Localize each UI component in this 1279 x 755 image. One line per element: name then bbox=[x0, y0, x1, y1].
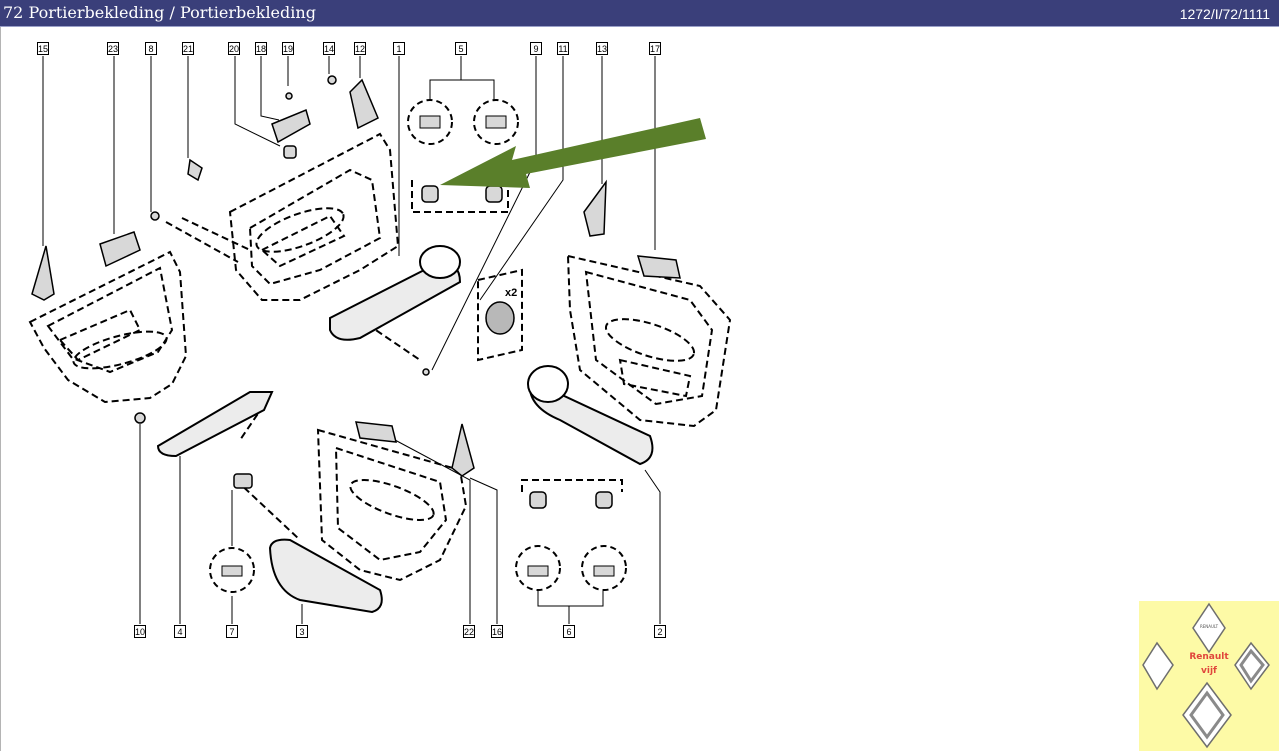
callout-3: 3 bbox=[296, 625, 308, 638]
renault-vijf-logo: Renault vijf RENAULT bbox=[1139, 601, 1279, 751]
leader-2 bbox=[644, 469, 661, 624]
clip-5a bbox=[421, 185, 439, 203]
callout-7: 7 bbox=[226, 625, 238, 638]
detail-clip-6a bbox=[527, 565, 549, 577]
switch-panel-17 bbox=[636, 255, 681, 279]
detail-clip-5a bbox=[419, 115, 441, 129]
detail-circle-6a bbox=[515, 545, 561, 591]
trim-piece-16 bbox=[451, 423, 475, 477]
leader-18 bbox=[260, 56, 280, 121]
leader-6b bbox=[569, 590, 604, 607]
logo-brand-line: Renault bbox=[1189, 652, 1229, 662]
logo-vijf-line: vijf bbox=[1201, 666, 1217, 676]
callout-2: 2 bbox=[654, 625, 666, 638]
renault-diamond-icons bbox=[1142, 602, 1270, 749]
armrest-2-grip bbox=[527, 365, 569, 403]
quantity-label: x2 bbox=[505, 287, 517, 299]
trim-piece-15 bbox=[31, 245, 55, 301]
clip-7 bbox=[233, 473, 253, 489]
callout-11: 11 bbox=[557, 42, 569, 55]
door-panel-lower bbox=[316, 428, 468, 582]
clip-5b bbox=[485, 185, 503, 203]
callout-13: 13 bbox=[596, 42, 608, 55]
bracket-21 bbox=[187, 158, 203, 182]
screw-9 bbox=[422, 368, 430, 376]
callout-23: 23 bbox=[107, 42, 119, 55]
callout-6: 6 bbox=[563, 625, 575, 638]
callout-20: 20 bbox=[228, 42, 240, 55]
screw-10 bbox=[134, 412, 146, 424]
highlight-arrow bbox=[440, 118, 706, 188]
door-panel-upper bbox=[228, 132, 400, 301]
leader-6a bbox=[537, 590, 570, 624]
armrest-3 bbox=[268, 538, 383, 614]
detail-clip-5b bbox=[485, 115, 507, 129]
callout-22: 22 bbox=[463, 625, 475, 638]
detail-circle-5a bbox=[407, 99, 453, 145]
callout-21: 21 bbox=[182, 42, 194, 55]
callout-18: 18 bbox=[255, 42, 267, 55]
callout-4: 4 bbox=[174, 625, 186, 638]
clip-20 bbox=[283, 145, 297, 159]
callout-17: 17 bbox=[649, 42, 661, 55]
screw-19 bbox=[285, 92, 293, 100]
switch-panel-22 bbox=[355, 421, 397, 443]
callout-16: 16 bbox=[491, 625, 503, 638]
detail-circle-6b bbox=[581, 545, 627, 591]
clip-group-5-box bbox=[411, 180, 509, 213]
detail-circle-7 bbox=[209, 547, 255, 593]
callout-15: 15 bbox=[37, 42, 49, 55]
assembly-guide-lines bbox=[165, 217, 421, 541]
callout-9: 9 bbox=[530, 42, 542, 55]
diagram-reference: 1272/I/72/1111 bbox=[1179, 6, 1270, 22]
leader-5a bbox=[429, 56, 462, 100]
callout-19: 19 bbox=[282, 42, 294, 55]
leader-16 bbox=[469, 477, 498, 624]
leader-22 bbox=[394, 439, 471, 624]
page-title: 72 Portierbekleding / Portierbekleding bbox=[3, 3, 316, 22]
door-panel-left bbox=[28, 250, 188, 404]
logo-small-brand: RENAULT bbox=[1199, 624, 1219, 629]
switch-panel-23 bbox=[99, 231, 141, 268]
detail-clip-6b bbox=[593, 565, 615, 577]
detail-circle-5b bbox=[473, 99, 519, 145]
detail-clip-7 bbox=[221, 565, 243, 577]
door-panel-right bbox=[566, 254, 732, 428]
clip-6b bbox=[595, 491, 613, 509]
callout-1: 1 bbox=[393, 42, 405, 55]
armrest-1-grip bbox=[419, 245, 461, 279]
clip-6a bbox=[529, 491, 547, 509]
diagram-frame bbox=[0, 27, 1279, 751]
leader-20 bbox=[234, 56, 281, 147]
title-bar: 72 Portierbekleding / Portierbekleding 1… bbox=[0, 0, 1279, 27]
screw-8 bbox=[150, 211, 160, 221]
callout-14: 14 bbox=[323, 42, 335, 55]
trim-piece-12 bbox=[349, 78, 379, 130]
callout-8: 8 bbox=[145, 42, 157, 55]
callout-5: 5 bbox=[455, 42, 467, 55]
callout-10: 10 bbox=[134, 625, 146, 638]
speaker-box bbox=[477, 268, 523, 362]
callout-12: 12 bbox=[354, 42, 366, 55]
armrest-parts bbox=[156, 245, 654, 614]
leader-5b bbox=[461, 79, 495, 100]
speaker-grille-11 bbox=[485, 301, 515, 335]
armrest-4 bbox=[156, 391, 274, 458]
clip-14 bbox=[327, 75, 337, 85]
clip-group-6-box bbox=[521, 479, 623, 492]
leader-11 bbox=[479, 56, 564, 301]
trim-piece-13 bbox=[583, 179, 607, 237]
switch-panel-18 bbox=[271, 108, 311, 144]
